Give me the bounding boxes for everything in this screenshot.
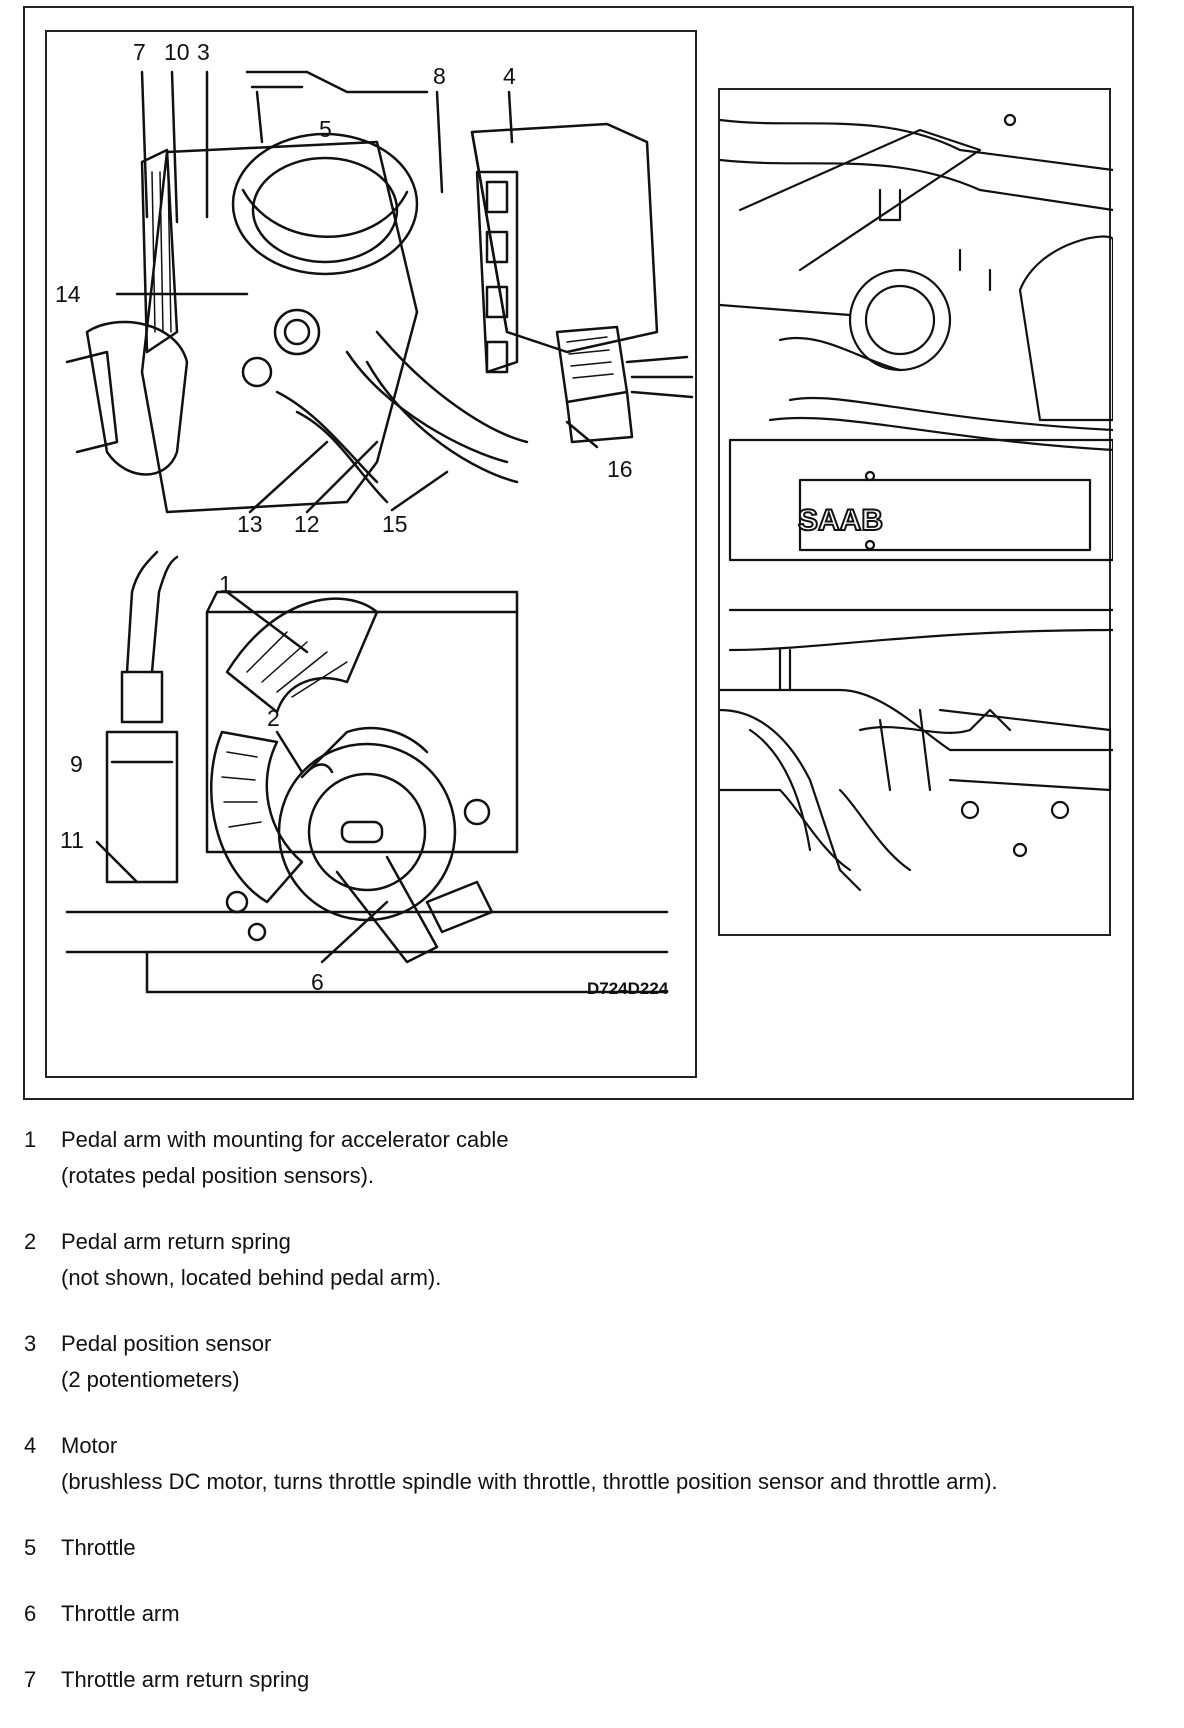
legend-item: 6 Throttle arm [24, 1596, 1164, 1632]
leader-13 [248, 440, 329, 514]
callout-11: 11 [60, 827, 84, 853]
callout-10: 10 [164, 39, 190, 65]
callout-2: 2 [267, 705, 280, 731]
callout-5: 5 [319, 116, 332, 142]
legend-title: Motor [61, 1433, 118, 1458]
legend-title: Throttle [61, 1535, 136, 1560]
legend-title: Pedal position sensor [61, 1331, 272, 1356]
legend-title: Throttle arm [61, 1601, 180, 1626]
legend-list: 1 Pedal arm with mounting for accelerato… [24, 1122, 1164, 1728]
callout-1: 1 [219, 571, 232, 597]
legend-number: 3 [24, 1331, 37, 1356]
callout-6: 6 [311, 969, 324, 995]
callout-12: 12 [294, 511, 320, 537]
legend-title: Pedal arm with mounting for accelerator … [61, 1127, 509, 1152]
engine-bay-overview-panel: SAAB [718, 88, 1113, 936]
leader-8 [435, 90, 444, 194]
callout-3: 3 [197, 39, 210, 65]
leader-7 [140, 70, 149, 219]
legend-title: Throttle arm return spring [61, 1667, 310, 1692]
engine-bay-illustration: SAAB [720, 113, 1113, 892]
legend-item: 4 Motor (brushless DC motor, turns throt… [24, 1428, 1164, 1500]
legend-number: 7 [24, 1667, 37, 1692]
pulley [140, 148, 179, 354]
leader-12 [305, 440, 379, 514]
valve-cover [728, 438, 1113, 562]
legend-number: 6 [24, 1601, 37, 1626]
saab-badge: SAAB [798, 504, 883, 537]
legend-detail: (not shown, located behind pedal arm). [61, 1265, 442, 1290]
legend-number: 5 [24, 1535, 37, 1560]
figure-frame [23, 6, 1134, 1100]
callout-15: 15 [382, 511, 408, 537]
legend-item: 5 Throttle [24, 1530, 1164, 1566]
callout-9: 9 [70, 751, 83, 777]
pedal-arm-sector [225, 597, 379, 714]
legend-item: 1 Pedal arm with mounting for accelerato… [24, 1122, 1164, 1194]
leader-2 [275, 730, 304, 774]
legend-number: 4 [24, 1433, 37, 1458]
callout-14: 14 [55, 281, 81, 307]
callout-4: 4 [503, 63, 516, 89]
throttle-body-illustration: 7 10 3 5 8 4 14 16 13 12 15 1 2 9 11 6 D… [55, 39, 694, 998]
legend-number: 1 [24, 1127, 37, 1152]
leader-6 [320, 900, 389, 964]
pedal-sensor-housing [205, 610, 519, 854]
throttle-housing-outline [140, 140, 419, 514]
callout-16: 16 [607, 456, 633, 482]
leader-10 [170, 70, 179, 224]
throttle-arm-pivot [277, 742, 457, 922]
hose-14 [85, 320, 189, 476]
legend-item: 2 Pedal arm return spring (not shown, lo… [24, 1224, 1164, 1296]
legend-number: 2 [24, 1229, 37, 1254]
leader-11 [95, 840, 139, 884]
callout-7: 7 [133, 39, 146, 65]
leader-16 [565, 420, 599, 449]
leader-1 [225, 590, 309, 654]
legend-detail: (brushless DC motor, turns throttle spin… [61, 1469, 998, 1494]
legend-item: 7 Throttle arm return spring [24, 1662, 1164, 1698]
leader-15 [390, 470, 449, 512]
figure-code: D724D224 [587, 979, 669, 998]
callout-8: 8 [433, 63, 446, 89]
legend-detail: (rotates pedal position sensors). [61, 1163, 375, 1188]
legend-item: 3 Pedal position sensor (2 potentiometer… [24, 1326, 1164, 1398]
callout-13: 13 [237, 511, 263, 537]
locator-leader [720, 303, 852, 317]
connector-9 [105, 730, 179, 884]
leader-4 [507, 90, 514, 144]
throttle-bore [231, 132, 419, 276]
throttle-body-diagram-panel: 7 10 3 5 8 4 14 16 13 12 15 1 2 9 11 6 D… [45, 30, 697, 1078]
legend-title: Pedal arm return spring [61, 1229, 291, 1254]
throttle-arm [335, 855, 439, 964]
legend-detail: (2 potentiometers) [61, 1367, 240, 1392]
